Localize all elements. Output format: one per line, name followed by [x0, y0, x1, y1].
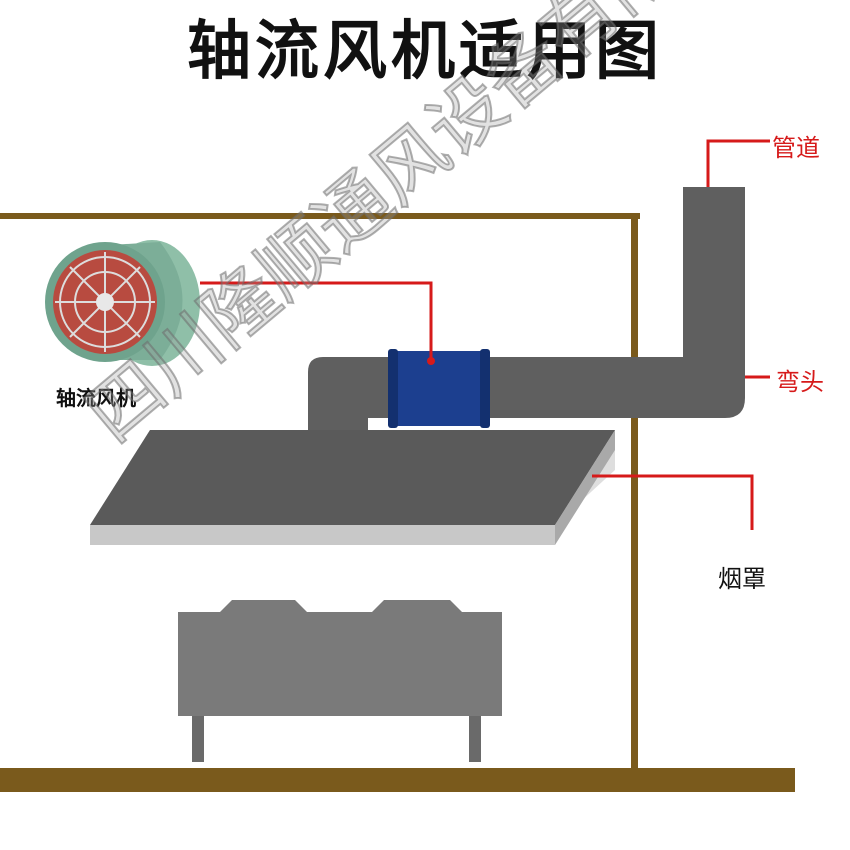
- duct-label: 管道: [772, 134, 820, 162]
- stove: [178, 600, 502, 762]
- fan-body: [392, 351, 486, 426]
- duct-leader-line: [706, 139, 770, 187]
- room-walls: [0, 213, 795, 792]
- duct-pipe: [308, 187, 745, 430]
- fan-flange-left: [388, 349, 398, 428]
- fan-hub: [96, 293, 114, 311]
- fan-caption: 轴流风机: [56, 386, 136, 410]
- floor: [0, 768, 795, 792]
- stove-leg-right: [469, 716, 481, 762]
- stove-leg-left: [192, 716, 204, 762]
- inline-fan: [388, 349, 490, 428]
- ceiling-wall: [0, 213, 640, 219]
- smoke-hood: [90, 430, 615, 545]
- stove-body: [178, 600, 502, 716]
- leader-lines: [200, 139, 770, 530]
- hood-label: 烟罩: [718, 565, 766, 593]
- hood-top: [90, 430, 615, 525]
- right-wall: [631, 213, 638, 773]
- hood-front: [90, 525, 555, 545]
- fan-leader-line: [200, 281, 433, 361]
- hood-leader-line: [592, 474, 754, 530]
- diagram-title: 轴流风机适用图: [187, 15, 663, 89]
- fan-flange-right: [480, 349, 490, 428]
- duct-system: [308, 187, 745, 430]
- hood-side: [555, 430, 615, 545]
- elbow-label: 弯头: [776, 368, 824, 396]
- fan-illustration: [45, 240, 200, 366]
